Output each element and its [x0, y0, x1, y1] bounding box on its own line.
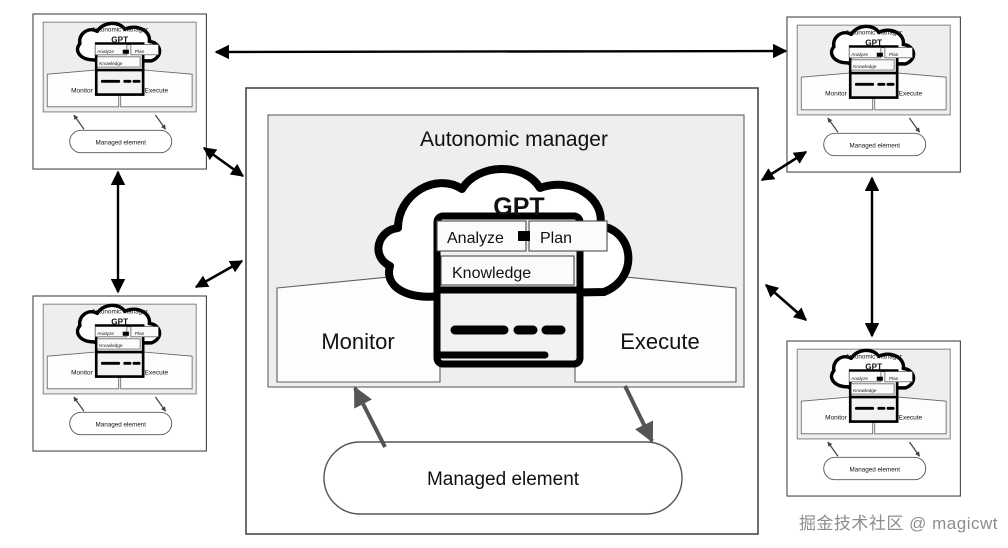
thumbnail-top-right[interactable]: Autonomic manager GPT Analyze Plan Knowl… — [787, 17, 960, 172]
thumb1-plan-label: Plan — [889, 52, 899, 57]
knowledge-box — [440, 255, 575, 286]
thumb3-monitor-label: Monitor — [825, 415, 848, 422]
arrow-top-left-to-top-right — [214, 43, 788, 60]
thumb3-execute-label: Execute — [899, 415, 923, 422]
watermark: 掘金技术社区 @ magicwt — [798, 514, 998, 533]
thumb3-analyze-label: Analyze — [851, 376, 868, 381]
main-managed-element-label: Managed element — [427, 469, 580, 490]
arrow-top-right-to-main — [760, 150, 808, 182]
thumb0-plan-label: Plan — [135, 49, 145, 54]
thumb1-analyze-label: Analyze — [851, 52, 868, 57]
thumb0-knowledge-label: Knowledge — [99, 61, 123, 66]
arrow-managed-to-monitor — [353, 386, 387, 448]
arrow-bottom-left-to-main — [194, 259, 244, 289]
thumb0-managed-element-label: Managed element — [95, 140, 146, 147]
managed-element-shape — [323, 441, 683, 515]
thumbnail-bottom-right[interactable]: Autonomic manager GPT Analyze Plan Knowl… — [787, 341, 960, 496]
thumb3-gpt-label: GPT — [865, 363, 882, 372]
thumb1-monitor-label: Monitor — [825, 91, 848, 98]
thumb3-managed-element-label: Managed element — [849, 467, 900, 474]
arrow-execute-to-managed — [623, 385, 654, 443]
thumb0-manager-title: Autonomic manager — [91, 26, 148, 33]
arrow-top-left-to-main — [202, 146, 245, 178]
main-monitor-label: Monitor — [321, 329, 394, 354]
thumb2-execute-label: Execute — [145, 370, 169, 377]
thumb0-execute-label: Execute — [145, 88, 169, 95]
thumbnail-top-left[interactable]: Autonomic manager GPT Analyze Plan Knowl… — [33, 14, 206, 169]
thumb2-analyze-label: Analyze — [97, 331, 114, 336]
plan-box — [528, 220, 608, 252]
thumb2-monitor-label: Monitor — [71, 370, 94, 377]
thumb2-plan-label: Plan — [135, 331, 145, 336]
thumb1-manager-title: Autonomic manager — [845, 29, 902, 36]
analyze-plan-link — [518, 231, 530, 241]
thumb2-manager-title: Autonomic manager — [91, 308, 148, 315]
thumbnail-bottom-left[interactable]: Autonomic manager GPT Analyze Plan Knowl… — [33, 296, 206, 451]
analyze-box — [436, 220, 527, 252]
thumb3-knowledge-label: Knowledge — [853, 388, 877, 393]
main-analyze-label: Analyze — [447, 230, 504, 247]
main-execute-label: Execute — [620, 329, 700, 354]
thumb2-knowledge-label: Knowledge — [99, 343, 123, 348]
main-gpt-label: GPT — [493, 193, 544, 221]
thumb1-managed-element-label: Managed element — [849, 143, 900, 150]
thumb0-analyze-label: Analyze — [97, 49, 114, 54]
thumb2-managed-element-label: Managed element — [95, 422, 146, 429]
thumb1-execute-label: Execute — [899, 91, 923, 98]
arrow-bottom-right-to-main — [765, 284, 807, 321]
thumb0-monitor-label: Monitor — [71, 88, 94, 95]
thumb1-knowledge-label: Knowledge — [853, 64, 877, 69]
thumb3-manager-title: Autonomic manager — [845, 353, 902, 360]
thumb2-gpt-label: GPT — [111, 318, 128, 327]
main-diagram-container: Autonomic manager GPT Analyze Plan Knowl… — [245, 87, 759, 535]
thumb3-plan-label: Plan — [889, 376, 899, 381]
thumb1-gpt-label: GPT — [865, 39, 882, 48]
main-knowledge-label: Knowledge — [452, 265, 531, 282]
thumb0-gpt-label: GPT — [111, 36, 128, 45]
main-plan-label: Plan — [540, 230, 572, 247]
main-manager-title: Autonomic manager — [420, 128, 608, 151]
